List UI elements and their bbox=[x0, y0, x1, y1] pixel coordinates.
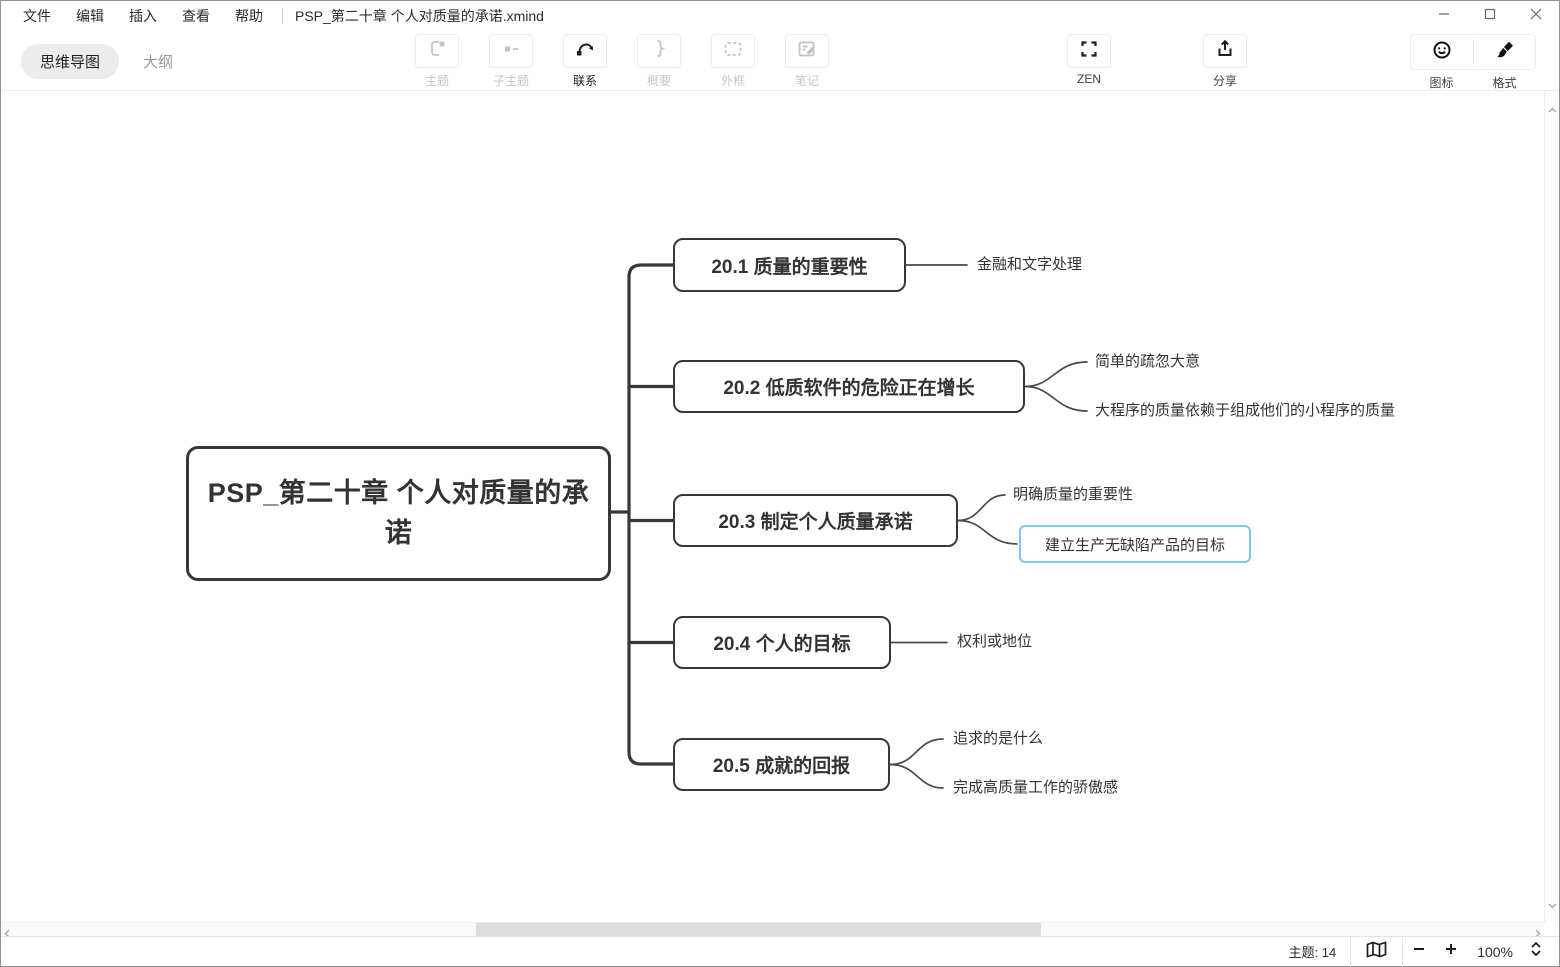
toolbar-button-relationship[interactable]: 联系 bbox=[561, 34, 609, 89]
toolbar-button-topic[interactable]: 主题 bbox=[413, 34, 461, 89]
paintbrush-icon bbox=[1494, 39, 1516, 66]
view-tabs: 思维导图 大纲 bbox=[21, 44, 189, 79]
share-button[interactable]: 分享 bbox=[1201, 34, 1249, 89]
status-bar: 主题: 14 100% bbox=[1, 936, 1559, 967]
leaf-topic-selected[interactable]: 建立生产无缺陷产品的目标 bbox=[1019, 525, 1251, 563]
toolbar-button-subtopic[interactable]: 子主题 bbox=[487, 34, 535, 89]
icon-panel-button[interactable] bbox=[1411, 35, 1473, 69]
share-icon bbox=[1214, 38, 1236, 65]
scroll-right-icon[interactable] bbox=[1535, 925, 1541, 936]
zen-mode-button[interactable]: ZEN bbox=[1065, 34, 1113, 86]
stepper-chevrons-icon bbox=[1529, 940, 1543, 963]
topic-icon bbox=[427, 38, 448, 64]
minimize-button[interactable] bbox=[1421, 1, 1467, 31]
leaf-topic[interactable]: 明确质量的重要性 bbox=[1013, 486, 1134, 503]
horizontal-scrollbar[interactable] bbox=[1, 922, 1544, 936]
mindmap-canvas[interactable]: PSP_第二十章 个人对质量的承诺 20.1 质量的重要性 20.2 低质软件的… bbox=[1, 92, 1559, 936]
maximize-icon bbox=[1484, 7, 1496, 25]
menu-edit[interactable]: 编辑 bbox=[76, 8, 104, 24]
minus-icon bbox=[1412, 942, 1426, 961]
format-panel-button[interactable] bbox=[1473, 35, 1535, 69]
branch-topic-20-2[interactable]: 20.2 低质软件的危险正在增长 bbox=[673, 360, 1025, 413]
close-icon bbox=[1530, 7, 1542, 25]
toolbar: 思维导图 大纲 主题 子主题 联系 bbox=[1, 31, 1559, 91]
plus-icon bbox=[1444, 942, 1458, 961]
format-panel-label: 格式 bbox=[1492, 76, 1517, 90]
leaf-topic[interactable]: 大程序的质量依赖于组成他们的小程序的质量 bbox=[1095, 402, 1396, 419]
toolbar-button-notes[interactable]: 笔记 bbox=[783, 34, 831, 89]
summary-icon bbox=[649, 38, 670, 64]
leaf-topic[interactable]: 简单的疏忽大意 bbox=[1095, 353, 1201, 370]
document-title: PSP_第二十章 个人对质量的承诺.xmind bbox=[282, 8, 544, 24]
toolbar-button-summary[interactable]: 概要 bbox=[635, 34, 683, 89]
map-overview-button[interactable] bbox=[1351, 937, 1402, 967]
toolbar-button-boundary[interactable]: 外框 bbox=[709, 34, 757, 89]
menu-help[interactable]: 帮助 bbox=[235, 8, 263, 24]
menu-file[interactable]: 文件 bbox=[23, 8, 51, 24]
menu-view[interactable]: 查看 bbox=[182, 8, 210, 24]
leaf-topic[interactable]: 完成高质量工作的骄傲感 bbox=[953, 779, 1119, 796]
relationship-icon bbox=[574, 38, 596, 65]
subtopic-icon bbox=[501, 38, 522, 64]
close-button[interactable] bbox=[1513, 1, 1559, 31]
branch-topic-20-1[interactable]: 20.1 质量的重要性 bbox=[673, 238, 906, 292]
maximize-button[interactable] bbox=[1467, 1, 1513, 31]
scroll-left-icon[interactable] bbox=[4, 925, 10, 936]
tab-outline[interactable]: 大纲 bbox=[143, 54, 174, 71]
menu-bar: 文件 编辑 插入 查看 帮助 PSP_第二十章 个人对质量的承诺.xmind bbox=[1, 1, 1559, 31]
scroll-down-icon[interactable] bbox=[1548, 896, 1557, 914]
boundary-icon bbox=[722, 38, 744, 65]
menu-insert[interactable]: 插入 bbox=[129, 8, 157, 24]
icon-panel-label: 图标 bbox=[1429, 76, 1454, 90]
connector-lines bbox=[608, 263, 1088, 789]
map-icon bbox=[1365, 940, 1388, 964]
minimize-icon bbox=[1438, 7, 1450, 25]
leaf-topic[interactable]: 追求的是什么 bbox=[953, 730, 1044, 747]
branch-topic-20-4[interactable]: 20.4 个人的目标 bbox=[673, 616, 891, 669]
leaf-topic[interactable]: 金融和文字处理 bbox=[977, 256, 1083, 273]
notes-icon bbox=[796, 38, 818, 65]
statusbar-divider bbox=[1350, 936, 1352, 967]
branch-topic-20-3[interactable]: 20.3 制定个人质量承诺 bbox=[673, 494, 958, 547]
tab-mindmap[interactable]: 思维导图 bbox=[21, 44, 120, 79]
zen-icon bbox=[1078, 38, 1100, 65]
vertical-scrollbar[interactable] bbox=[1544, 92, 1559, 922]
topic-count-label: 主题: 14 bbox=[1288, 945, 1337, 960]
zoom-in-button[interactable] bbox=[1435, 937, 1467, 967]
zoom-stepper[interactable] bbox=[1523, 937, 1549, 967]
zoom-level[interactable]: 100% bbox=[1477, 943, 1513, 960]
scroll-up-icon[interactable] bbox=[1548, 100, 1557, 118]
leaf-topic[interactable]: 权利或地位 bbox=[957, 633, 1033, 650]
smiley-icon bbox=[1431, 39, 1453, 66]
icon-format-group: 图标 格式 bbox=[1410, 34, 1536, 91]
window-controls bbox=[1421, 1, 1559, 31]
horizontal-scrollbar-thumb[interactable] bbox=[476, 923, 1041, 936]
zoom-out-button[interactable] bbox=[1403, 937, 1435, 967]
statusbar-divider bbox=[1402, 936, 1404, 967]
root-topic[interactable]: PSP_第二十章 个人对质量的承诺 bbox=[186, 446, 611, 581]
branch-topic-20-5[interactable]: 20.5 成就的回报 bbox=[673, 738, 890, 791]
toolbar-button-group: 主题 子主题 联系 概要 bbox=[413, 34, 831, 89]
